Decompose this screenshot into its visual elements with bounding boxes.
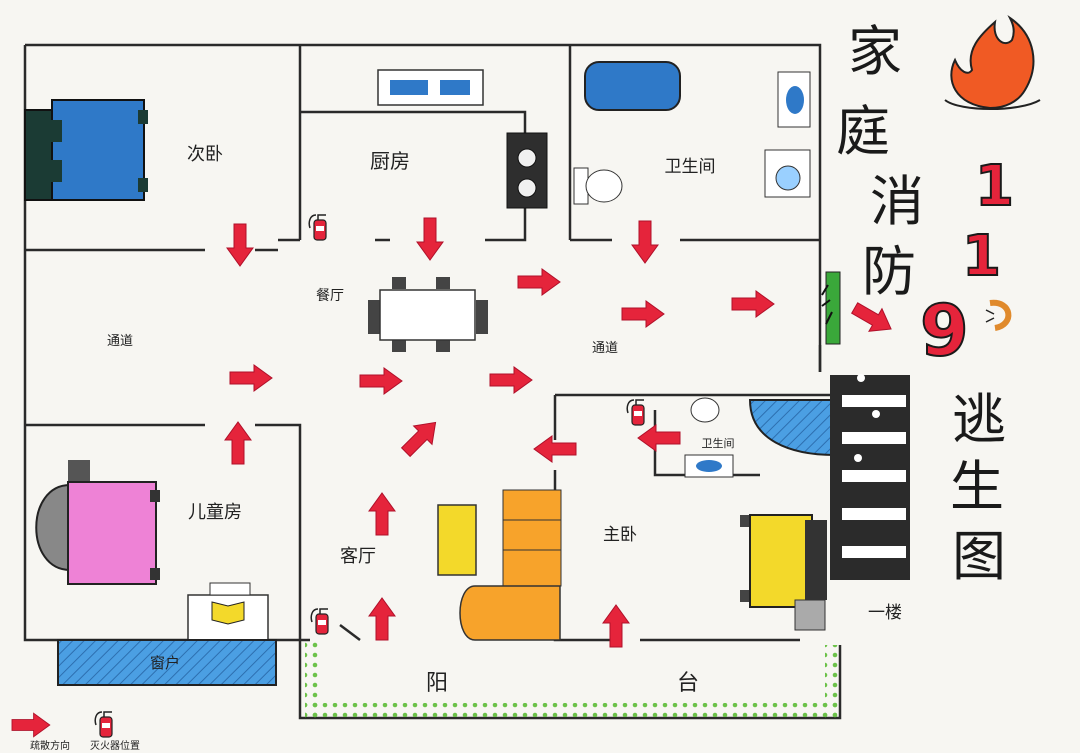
master-bath-sink bbox=[684, 454, 734, 478]
balcony bbox=[305, 640, 839, 718]
label-bathroom: 卫生间 bbox=[665, 157, 716, 177]
children-bed bbox=[35, 460, 160, 585]
extinguisher-kitchen bbox=[308, 214, 327, 241]
legend-arrow-icon bbox=[11, 712, 51, 738]
window bbox=[57, 639, 277, 686]
extinguisher-living bbox=[310, 608, 329, 635]
exit-door bbox=[821, 271, 841, 345]
bathtub bbox=[584, 61, 681, 111]
master-bath-tub bbox=[748, 399, 836, 457]
subtitle-char-3: 图 bbox=[952, 525, 1006, 588]
toilet bbox=[573, 167, 623, 205]
label-balcony-left: 阳 bbox=[426, 671, 448, 696]
label-kitchen: 厨房 bbox=[370, 149, 410, 173]
title-char-1: 家 bbox=[848, 20, 902, 83]
walls bbox=[23, 43, 842, 720]
title-char-3: 消 bbox=[870, 170, 924, 233]
label-second-bedroom: 次卧 bbox=[187, 144, 223, 165]
staircase bbox=[830, 374, 910, 580]
label-master-bath: 卫生间 bbox=[702, 436, 735, 450]
label-window: 窗户 bbox=[150, 654, 180, 672]
label-children-room: 儿童房 bbox=[188, 502, 242, 523]
legend-extinguisher-label: 灭火器位置 bbox=[90, 739, 140, 752]
label-master-bedroom: 主卧 bbox=[603, 525, 637, 545]
label-dining: 餐厅 bbox=[316, 288, 344, 304]
desk bbox=[187, 582, 269, 641]
stove bbox=[506, 132, 548, 209]
bathroom-sink bbox=[777, 71, 811, 128]
dining-table bbox=[368, 277, 488, 352]
title-char-2: 庭 bbox=[836, 100, 890, 163]
emergency-digit-3: 9 bbox=[920, 290, 969, 372]
emergency-digit-2: 1 bbox=[962, 224, 1001, 289]
master-bath-toilet bbox=[690, 397, 720, 423]
second-bedroom-bed bbox=[24, 99, 148, 201]
label-balcony-right: 台 bbox=[677, 671, 699, 696]
label-floor: 一楼 bbox=[868, 603, 902, 623]
label-living-room: 客厅 bbox=[340, 546, 376, 567]
phone-icon bbox=[985, 299, 1012, 331]
extinguisher-master-bath bbox=[626, 399, 645, 426]
title-char-4: 防 bbox=[862, 240, 916, 303]
washing-machine bbox=[764, 149, 811, 198]
legend-extinguisher-icon bbox=[94, 711, 113, 738]
kitchen-counter bbox=[377, 69, 484, 106]
subtitle-char-2: 生 bbox=[950, 455, 1004, 518]
fire-icon bbox=[944, 15, 1041, 110]
legend-arrow-label: 疏散方向 bbox=[30, 739, 70, 752]
master-bed bbox=[740, 514, 827, 631]
label-corridor-left: 通道 bbox=[107, 334, 133, 349]
sofa bbox=[437, 489, 562, 641]
label-corridor-right: 通道 bbox=[592, 341, 618, 356]
subtitle-char-1: 逃 bbox=[952, 388, 1006, 451]
emergency-digit-1: 1 bbox=[975, 154, 1014, 219]
